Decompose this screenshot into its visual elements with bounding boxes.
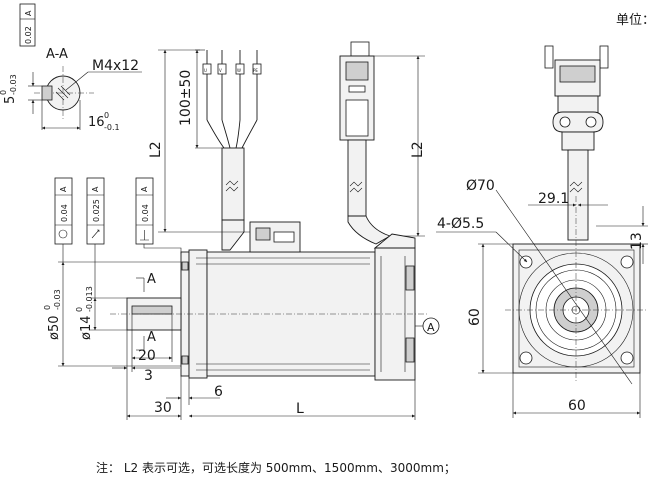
gdt-flatness-frame: A 0.04	[54, 177, 73, 262]
key-offset-dim: 3	[144, 368, 153, 384]
key-section	[41, 85, 53, 101]
section-aa-view: 0.02 A A-A M4x12 5 0 -0.03 16 0 -0.1	[0, 3, 142, 132]
key-height-tol: -0.03	[9, 74, 18, 95]
mount-hole-tl	[519, 255, 533, 269]
front-connector	[544, 45, 609, 241]
side-view: U V W PE 100±50 L2	[43, 41, 440, 420]
lead-length-dim: 100±50	[178, 70, 194, 126]
svg-text:A: A	[59, 186, 68, 192]
section-marker-top: A	[147, 272, 156, 287]
wire-label-u: U	[204, 68, 207, 73]
holes-dim: 4-Ø5.5	[437, 216, 484, 232]
key-height-dim: 5	[3, 96, 18, 104]
section-tolerance-box: 0.02 A	[19, 3, 36, 47]
datum-a-marker	[422, 317, 440, 335]
svg-text:0.04: 0.04	[141, 204, 150, 222]
front-width-dim: 60	[568, 398, 586, 414]
cylindricity-icon	[58, 229, 68, 239]
datum-a-label: A	[427, 321, 435, 334]
section-tol-datum: A	[24, 10, 33, 16]
section-tol-value: 0.02	[24, 26, 33, 44]
wire-label-v: V	[219, 68, 222, 73]
power-leads: U V W PE	[202, 50, 262, 251]
pilot-dia-upper: 0	[43, 305, 52, 310]
conn-offset-dim: 29.1	[538, 191, 569, 207]
flange-dim: 6	[214, 384, 223, 400]
pilot-dia-tol: -0.03	[53, 289, 62, 310]
shaft-key	[131, 305, 173, 315]
cable-length-dim-left: L2	[148, 141, 164, 158]
shaft-length-dim: 30	[154, 400, 172, 416]
conn-height-dim: 13	[629, 232, 645, 250]
flat-dim-tol: -0.1	[104, 123, 120, 132]
shaft-dia-tol: -0.013	[85, 286, 94, 312]
svg-text:0.04: 0.04	[60, 204, 69, 222]
cable-length-dim-right: L2	[410, 141, 426, 158]
gdt-perpendicular-frame: A 0.04	[135, 177, 182, 254]
key-height-upper: 0	[0, 90, 8, 95]
drawing-note: 注： L2 表示可选，可选长度为 500mm、1500mm、3000mm；	[96, 460, 456, 475]
shaft-dia-upper: 0	[75, 307, 84, 312]
encoder-connector	[339, 41, 392, 245]
thread-label: M4x12	[92, 58, 139, 74]
key-length-dim: 20	[138, 348, 156, 364]
svg-text:A: A	[91, 186, 100, 192]
mount-hole-tr	[620, 255, 634, 269]
flat-dim-upper: 0	[104, 111, 109, 120]
body-length-dim: L	[296, 401, 304, 417]
runout-icon	[91, 229, 100, 239]
mount-hole-br	[620, 351, 634, 365]
mount-hole-bl	[519, 351, 533, 365]
wire-label-pe: PE	[253, 68, 258, 73]
section-marker-bottom: A	[147, 330, 156, 345]
gdt-runout-frame: A 0.025	[86, 177, 105, 298]
wire-label-w: W	[237, 68, 241, 73]
front-view: Ø70 4-Ø5.5 29.1 13 60 60	[436, 45, 648, 418]
pcd-dim: Ø70	[466, 178, 495, 194]
flat-dim: 16	[88, 115, 105, 130]
unit-label: 单位：	[616, 13, 655, 28]
front-height-dim: 60	[467, 308, 483, 326]
svg-text:0.025: 0.025	[92, 199, 101, 222]
section-title: A-A	[46, 47, 68, 62]
svg-text:A: A	[140, 186, 149, 192]
motor-body	[110, 221, 428, 381]
perpendicular-icon	[140, 230, 149, 241]
pilot-dia-dim: ø50	[47, 316, 62, 341]
shaft-dia-dim: ø14	[79, 316, 94, 341]
